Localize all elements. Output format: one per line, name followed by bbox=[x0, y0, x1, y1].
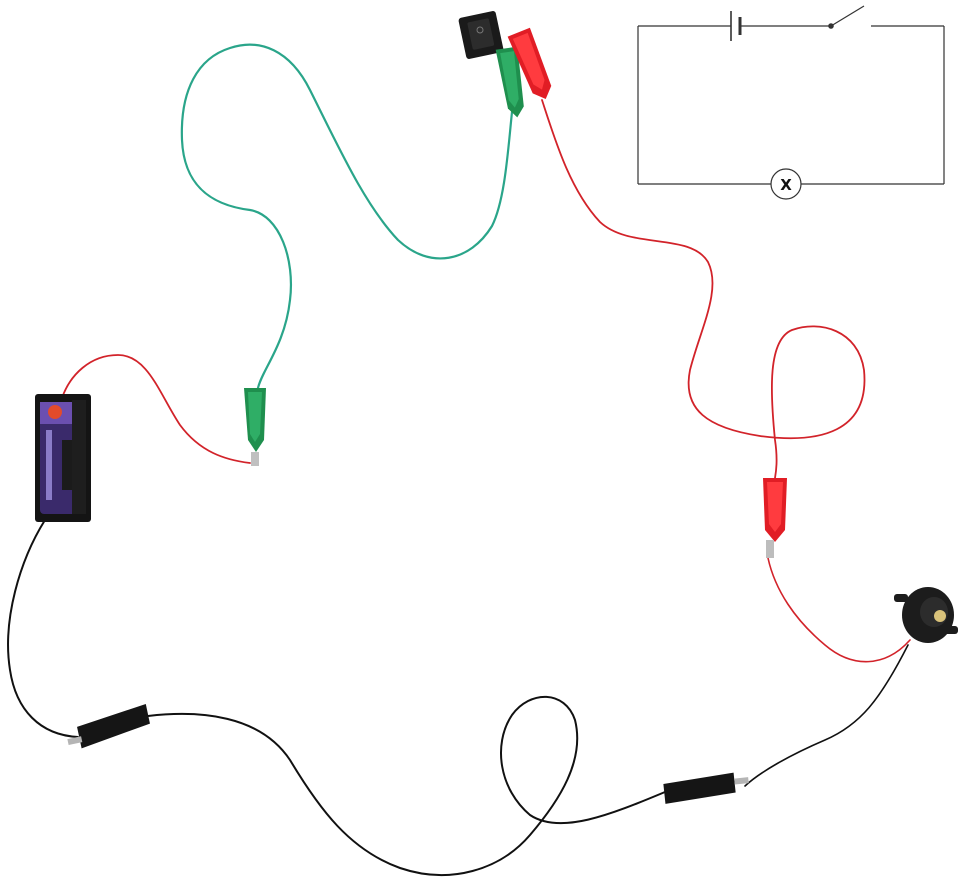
lamp-symbol-label: X bbox=[780, 176, 792, 194]
buzzer bbox=[894, 587, 958, 643]
lamp-symbol bbox=[770, 168, 802, 200]
battery-symbol bbox=[730, 11, 742, 41]
black-wire-main bbox=[147, 695, 666, 876]
black-wire-battery bbox=[7, 519, 79, 738]
green-wire bbox=[180, 43, 514, 390]
red-wire-switch bbox=[541, 99, 866, 479]
battery-holder bbox=[35, 394, 91, 522]
black-clip-right bbox=[663, 772, 749, 804]
black-clip-left bbox=[67, 704, 150, 749]
rocker-switch bbox=[458, 11, 504, 59]
switch-symbol bbox=[828, 5, 865, 29]
green-clip-switch bbox=[495, 46, 524, 118]
red-clip-right bbox=[763, 478, 787, 558]
circuit-schematic bbox=[637, 5, 945, 200]
red-wire-battery bbox=[61, 354, 251, 464]
red-clip-switch bbox=[507, 27, 552, 99]
green-clip-battery bbox=[244, 388, 266, 466]
red-wire-buzzer bbox=[767, 557, 911, 663]
black-wire-buzzer bbox=[744, 644, 909, 787]
